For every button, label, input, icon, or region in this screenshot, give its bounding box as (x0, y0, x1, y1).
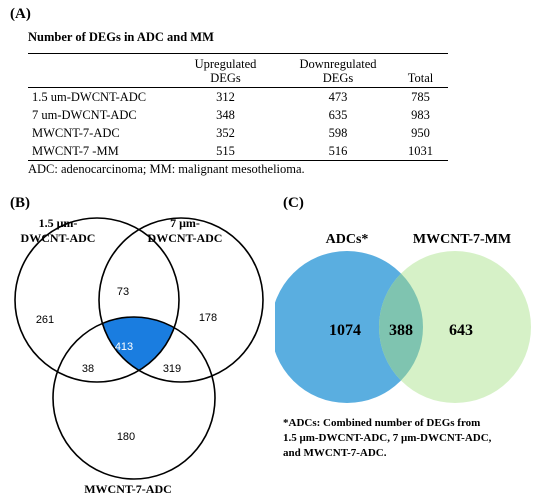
venn-region-ac: 38 (82, 363, 94, 375)
venn-overlap-count: 388 (389, 322, 413, 339)
cell-total: 785 (411, 90, 430, 104)
venn-left-only: 1074 (329, 322, 361, 339)
panel-c-note-line: *ADCs: Combined number of DEGs from (283, 417, 481, 429)
cell-down: 635 (328, 108, 348, 122)
panel-a-label: (A) (10, 6, 31, 22)
cell-up: 312 (216, 90, 235, 104)
venn-label-c: MWCNT-7-ADC (84, 482, 172, 496)
venn-label-left: ADCs* (326, 232, 369, 247)
cell-up: 515 (216, 144, 235, 158)
row-name: MWCNT-7-ADC (32, 126, 120, 140)
panel-c-note: *ADCs: Combined number of DEGs from 1.5 … (283, 416, 491, 461)
venn-circle-c (52, 316, 216, 480)
venn-label-b-line1: 7 μm- (170, 216, 200, 230)
cell-total: 983 (411, 108, 430, 122)
row-name: 7 um-DWCNT-ADC (32, 108, 137, 122)
cell-up: 352 (216, 126, 235, 140)
venn-left-circle (275, 251, 423, 403)
header-total-text: Total (407, 71, 434, 85)
venn-region-c-only: 180 (117, 431, 135, 443)
panel-c-note-line: 1.5 μm-DWCNT-ADC, 7 μm-DWCNT-ADC, (283, 432, 492, 444)
row-name: 1.5 um-DWCNT-ADC (32, 90, 147, 104)
cell-up: 348 (216, 108, 235, 122)
cell-total: 1031 (408, 144, 433, 158)
table-footnote: ADC: adenocarcinoma; MM: malignant mesot… (28, 162, 305, 176)
panel-c-note-line: and MWCNT-7-ADC. (283, 447, 387, 459)
cell-down: 598 (328, 126, 348, 140)
venn-right-only: 643 (449, 322, 473, 339)
venn-right-circle (379, 251, 531, 403)
panel-c-label: (C) (283, 195, 304, 211)
header-total: Total (393, 54, 448, 88)
cell-total: 950 (411, 126, 430, 140)
venn-circle-a (14, 217, 180, 383)
venn-region-a-only: 261 (36, 314, 54, 326)
row-name: MWCNT-7 -MM (32, 144, 119, 158)
venn-label-a-line2: DWCNT-ADC (21, 231, 96, 245)
table-title: Number of DEGs in ADC and MM (28, 30, 214, 44)
cell-down: 473 (328, 90, 348, 104)
table-row: MWCNT-7-ADC 352 598 950 (28, 124, 448, 142)
venn-region-ab: 73 (117, 286, 129, 298)
cell-down: 516 (328, 144, 348, 158)
header-empty (28, 54, 168, 88)
venn-label-b-line2: DWCNT-ADC (148, 231, 223, 245)
venn-center-region (99, 317, 179, 382)
venn-two-sets: ADCs* MWCNT-7-MM 1074 388 643 (275, 232, 531, 403)
panel-b-label: (B) (10, 195, 30, 211)
table-row: 7 um-DWCNT-ADC 348 635 983 (28, 106, 448, 124)
venn-region-bc: 319 (163, 363, 181, 375)
venn-region-b-only: 178 (199, 312, 217, 324)
venn-region-abc: 413 (115, 341, 133, 353)
table-row: 1.5 um-DWCNT-ADC 312 473 785 (28, 88, 448, 107)
venn-label-right: MWCNT-7-MM (413, 232, 511, 247)
venn-label-a-line1: 1.5 μm- (39, 216, 78, 230)
table-row: MWCNT-7 -MM 515 516 1031 (28, 142, 448, 161)
venn-three-sets: 1.5 μm- DWCNT-ADC 7 μm- DWCNT-ADC MWCNT-… (14, 216, 264, 496)
venn-circle-b (98, 217, 264, 383)
